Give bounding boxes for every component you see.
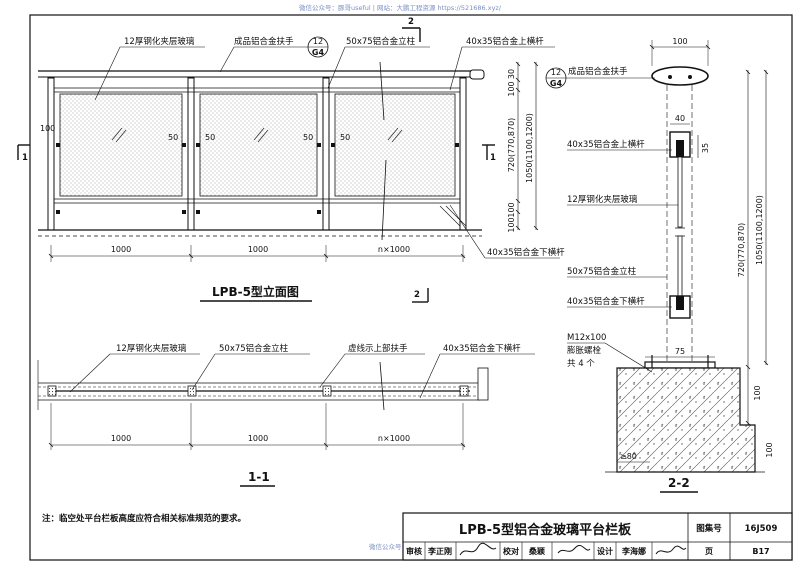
page-label: 页 [705, 547, 713, 556]
label-plan-post: 50x75铝合金立柱 [219, 343, 289, 354]
dim-gap-50: 50 [205, 133, 215, 142]
dim-section-720: 720(770,870) [737, 223, 746, 278]
design-label: 设计 [597, 546, 613, 556]
title-block: LPB-5型铝合金玻璃平台栏板 图集号 16J509 审核 李正刚 校对 桑颖 … [402, 512, 793, 561]
label-section-post: 50x75铝合金立柱 [567, 266, 637, 277]
check-name: 桑颖 [528, 546, 545, 556]
dim-section-1050: 1050(1100,1200) [755, 195, 764, 265]
dim-section-min-80: ≥80 [620, 452, 637, 461]
label-section-handrail: 成品铝合金扶手 [568, 66, 628, 77]
handrail-profile [651, 66, 709, 86]
section-mark-2-top: 2 [408, 17, 414, 27]
dim-section-top-100: 100 [672, 37, 687, 46]
dim-bay-1: 1000 [111, 245, 131, 254]
label-handrail: 成品铝合金扶手 [234, 36, 294, 47]
dim-top-30: 30 [507, 69, 516, 79]
page-value: B17 [752, 547, 769, 556]
elevation-view: 1 1 2 2 12厚钢化夹层玻璃 成品铝合金扶手 12 G4 50x75铝合金… [17, 17, 565, 303]
dim-bottom-100: 100 [507, 202, 516, 217]
dim-section-35: 35 [701, 143, 710, 153]
section-mark-1-left: 1 [22, 153, 28, 163]
review-signature [459, 542, 497, 556]
label-post: 50x75铝合金立柱 [346, 36, 416, 47]
glass-panel [334, 93, 456, 197]
atlas-value: 16J509 [745, 524, 778, 534]
label-upper-rail: 40x35铝合金上横杆 [466, 36, 544, 47]
dim-top-100: 100 [507, 81, 516, 96]
dim-gap-50: 50 [168, 133, 178, 142]
glass-section [677, 156, 683, 228]
section-title: 2-2 [668, 476, 690, 490]
dim-section-40: 40 [675, 114, 685, 123]
elevation-post [187, 77, 195, 231]
dim-gap-50: 50 [340, 133, 350, 142]
section-mark-1-right: 1 [490, 153, 496, 163]
dim-section-base-100b: 100 [765, 442, 774, 457]
design-signature [655, 545, 687, 555]
dim-section-base-100a: 100 [753, 385, 762, 400]
glass-panel [59, 93, 183, 197]
base-plate [644, 361, 716, 369]
label-glass: 12厚钢化夹层玻璃 [124, 36, 195, 47]
dim-bottom-100b: 100 [507, 217, 516, 232]
plan-section-title: 1-1 [248, 470, 270, 484]
label-lower-rail: 40x35铝合金下横杆 [487, 247, 565, 258]
section-2-2: 100 40 35 75 ≥80 720(770,870) 1050(1100,… [545, 37, 774, 493]
label-plan-handrail: 虚线示上部扶手 [348, 343, 408, 354]
label-bolt-type: 膨胀螺栓 [567, 345, 602, 356]
label-plan-lower-rail: 40x35铝合金下横杆 [443, 343, 521, 354]
dim-bay-3: n×1000 [378, 245, 410, 254]
watermark-top: 微信公众号：豚哥useful | 网站：大鹏工程资源 https://52168… [299, 3, 502, 12]
dim-plan-bay-1: 1000 [111, 434, 131, 443]
review-label: 审核 [406, 546, 422, 556]
label-plan-glass: 12厚钢化夹层玻璃 [116, 343, 187, 354]
atlas-label: 图集号 [696, 523, 722, 534]
dim-gap-50: 50 [303, 133, 313, 142]
detail-ref-sheet: G4 [312, 48, 325, 57]
review-name: 李正刚 [427, 546, 452, 556]
design-name: 李海娜 [621, 546, 646, 556]
note-text: 注：临空处平台栏板高度应符合相关标准规范的要求。 [42, 513, 246, 524]
check-label: 校对 [503, 546, 519, 556]
plan-section-1-1: 12厚钢化夹层玻璃 50x75铝合金立柱 虚线示上部扶手 40x35铝合金下横杆… [37, 343, 535, 487]
label-section-lower-rail: 40x35铝合金下横杆 [567, 296, 645, 307]
dim-height-720: 720(770,870) [507, 118, 516, 173]
title-block-title: LPB-5型铝合金玻璃平台栏板 [459, 522, 632, 538]
concrete-slab [616, 367, 756, 473]
dim-left-100: 100 [40, 124, 55, 133]
label-bolt-size: M12x100 [567, 333, 606, 343]
label-section-upper-rail: 40x35铝合金上横杆 [567, 139, 645, 150]
check-signature [557, 544, 591, 554]
label-section-glass: 12厚钢化夹层玻璃 [567, 194, 638, 205]
elevation-post [47, 77, 55, 231]
dim-height-1050: 1050(1100,1200) [525, 113, 534, 183]
section-detail-ref-num: 12 [551, 68, 561, 77]
elevation-post [322, 77, 330, 231]
dim-plan-bay-2: 1000 [248, 434, 268, 443]
label-bolt-count: 共 4 个 [567, 359, 595, 369]
elevation-title: LPB-5型立面图 [212, 284, 299, 299]
section-detail-ref-sheet: G4 [550, 79, 563, 88]
glass-panel [199, 93, 318, 197]
dim-bay-2: 1000 [248, 245, 268, 254]
section-mark-2-bottom: 2 [414, 290, 420, 300]
elevation-post [459, 77, 467, 231]
detail-ref-num: 12 [313, 37, 323, 46]
dim-plan-bay-3: n×1000 [378, 434, 410, 443]
dim-section-75: 75 [675, 347, 685, 356]
